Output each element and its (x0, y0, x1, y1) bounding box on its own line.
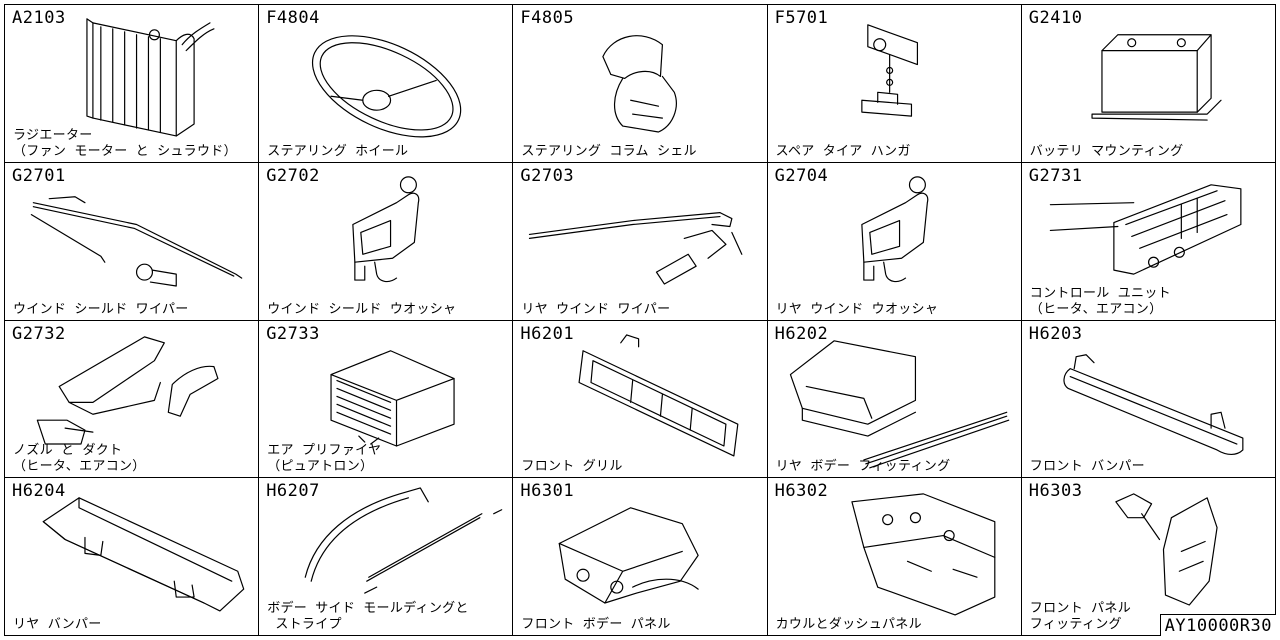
part-name: スペア タイア ハンガ (775, 143, 911, 159)
part-name: バッテリ マウンティング (1029, 143, 1184, 159)
cowl-dash-panel-icon (768, 478, 1021, 635)
part-name: ボデー サイド モールディングと ストライプ (267, 601, 469, 632)
column-shell-icon (513, 5, 766, 162)
front-body-panel-icon (513, 478, 766, 635)
part-name: ウインド シールド ワイパー (13, 301, 189, 317)
washer-tank-icon (259, 163, 512, 320)
battery-icon (1022, 5, 1275, 162)
part-name: ステアリング コラム シェル (521, 143, 697, 159)
part-name: ノズル と ダクト （ヒータ、エアコン） (13, 443, 146, 475)
catalog-cell-h6203[interactable]: H6203 フロント バンパー (1021, 320, 1276, 479)
part-name: リヤ ウインド ワイパー (521, 301, 671, 317)
duct-icon (5, 321, 258, 478)
rear-wiper-icon (513, 163, 766, 320)
wiper-icon (5, 163, 258, 320)
catalog-cell-g2410[interactable]: G2410 バッテリ マウンティング (1021, 5, 1276, 163)
part-name: フロント ボデー パネル (521, 617, 671, 632)
part-code: G2702 (266, 165, 320, 186)
part-code: G2701 (12, 165, 66, 186)
catalog-cell-a2103[interactable]: A2103 ラジエーター （ファン モーター と シュラウド） (5, 5, 260, 163)
catalog-cell-g2701[interactable]: G2701 ウインド シールド ワイパー (5, 162, 260, 321)
front-bumper-icon (1022, 321, 1275, 478)
catalog-cell-h6201[interactable]: H6201 フロント グリル (513, 320, 768, 479)
catalog-cell-f4804[interactable]: F4804 ステアリング ホイール (259, 5, 514, 163)
part-code: G2731 (1028, 165, 1083, 186)
part-name: エア プリファイヤ （ピュアトロン） (267, 443, 382, 475)
part-name: ステアリング ホイール (267, 143, 409, 159)
catalog-cell-g2704[interactable]: G2704 リヤ ウインド ウオッシャ (767, 162, 1022, 321)
part-code: G2733 (266, 323, 320, 344)
part-name: リヤ ボデー フィッティング (775, 459, 951, 475)
grille-icon (513, 321, 766, 478)
catalog-cell-g2702[interactable]: G2702 ウインド シールド ウオッシャ (259, 162, 514, 321)
catalog-cell-g2731[interactable]: G2731 コントロール ユニット （ヒータ、エアコン） (1021, 162, 1276, 321)
rear-bumper-icon (5, 478, 258, 635)
part-code: G2732 (12, 323, 66, 344)
part-name: リヤ バンパー (13, 617, 102, 632)
air-purifier-icon (259, 321, 512, 478)
part-code: G2704 (774, 165, 829, 186)
molding-stripe-icon (259, 478, 512, 635)
tire-hanger-icon (768, 5, 1021, 162)
catalog-cell-h6303[interactable]: H6303 フロント パネル フィッティング (1021, 478, 1276, 636)
document-id: AY10000R30 (1159, 614, 1276, 636)
part-name: フロント バンパー (1029, 459, 1145, 475)
radiator-icon (5, 5, 258, 162)
part-code: F4805 (520, 8, 575, 28)
part-code: F5701 (774, 8, 829, 28)
catalog-cell-h6301[interactable]: H6301 フロント ボデー パネル (513, 478, 768, 636)
part-name: コントロール ユニット （ヒータ、エアコン） (1029, 285, 1171, 317)
catalog-cell-h6207[interactable]: H6207 ボデー サイド モールディングと ストライプ (259, 478, 514, 636)
part-name: ラジエーター （ファン モーター と シュラウド） (13, 127, 237, 159)
part-code: H6203 (1028, 323, 1083, 344)
rear-washer-tank-icon (768, 163, 1021, 320)
part-name: リヤ ウインド ウオッシャ (775, 301, 939, 317)
parts-catalog-grid: A2103 ラジエーター （ファン モーター と シュラウド） F4804 ステアリン… (4, 4, 1276, 636)
part-code: H6302 (774, 481, 829, 502)
part-name: カウルとダッシュパネル (775, 617, 922, 632)
catalog-cell-f5701[interactable]: F5701 スペア タイア ハンガ (767, 5, 1022, 163)
part-code: H6204 (12, 481, 66, 502)
part-code: G2410 (1028, 8, 1083, 28)
control-unit-icon (1022, 163, 1275, 320)
steering-wheel-icon (259, 5, 512, 162)
part-name: フロント グリル (521, 459, 623, 475)
body-fitting-icon (768, 321, 1021, 478)
part-code: F4804 (266, 8, 320, 28)
catalog-cell-h6202[interactable]: H6202 リヤ ボデー フィッティング (767, 320, 1022, 479)
part-code: H6207 (266, 481, 320, 502)
part-code: H6201 (520, 323, 575, 344)
part-name: フロント パネル フィッティング (1029, 601, 1132, 632)
part-code: H6303 (1028, 481, 1083, 502)
part-code: A2103 (12, 8, 66, 28)
catalog-cell-g2703[interactable]: G2703 リヤ ウインド ワイパー (513, 162, 768, 321)
catalog-cell-g2733[interactable]: G2733 エア プリファイヤ （ピュアトロン） (259, 320, 514, 479)
part-code: G2703 (520, 165, 575, 186)
part-name: ウインド シールド ウオッシャ (267, 301, 457, 317)
catalog-cell-f4805[interactable]: F4805 ステアリング コラム シェル (513, 5, 768, 163)
part-code: H6202 (774, 323, 829, 344)
panel-fitting-icon (1022, 478, 1275, 635)
catalog-cell-h6204[interactable]: H6204 リヤ バンパー (5, 478, 260, 636)
catalog-cell-h6302[interactable]: H6302 カウルとダッシュパネル (767, 478, 1022, 636)
part-code: H6301 (520, 481, 575, 502)
catalog-cell-g2732[interactable]: G2732 ノズル と ダクト （ヒータ、エアコン） (5, 320, 260, 479)
